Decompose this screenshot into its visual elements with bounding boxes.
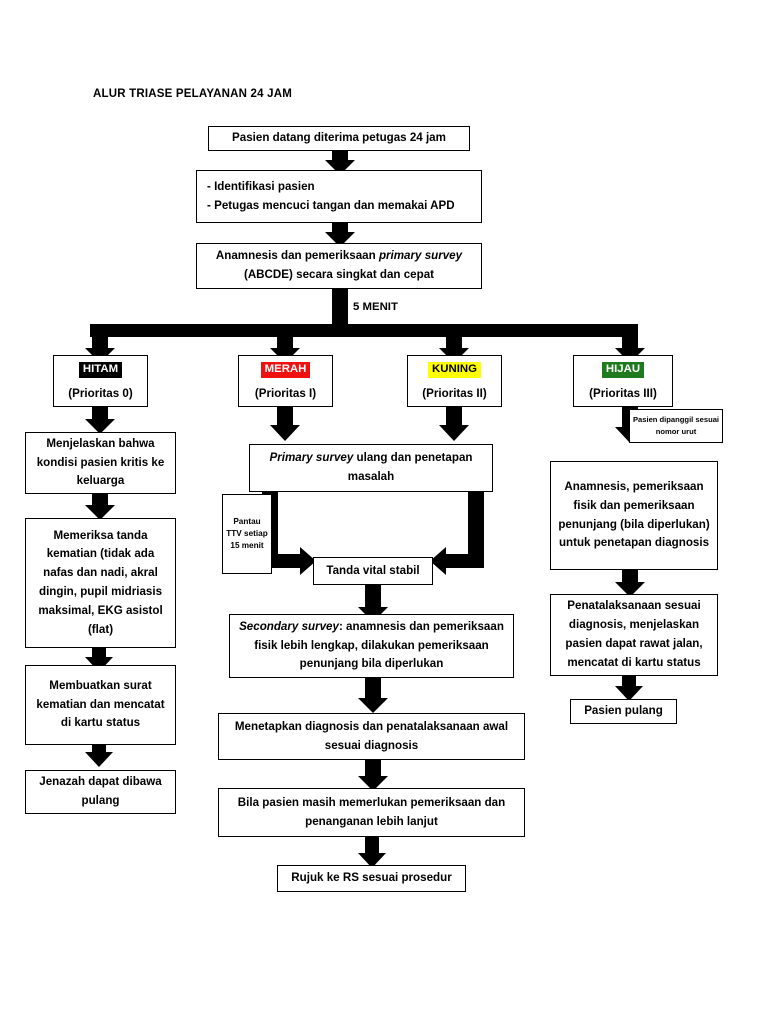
primary-survey-repeat-rest: ulang dan penetapan masalah (347, 451, 473, 483)
priority-tag-kuning: KUNING (428, 361, 481, 379)
priority-sub-merah: (Prioritas I) (254, 387, 317, 401)
box-patient-arrival: Pasien datang diterima petugas 24 jam (208, 126, 470, 151)
priority-tag-merah: MERAH (260, 361, 311, 379)
priority-sub-hitam: (Prioritas 0) (68, 387, 133, 401)
identification-line-1: - Identifikasi pasien (207, 179, 315, 193)
primary-assessment-line-2: (ABCDE) secara singkat dan cepat (243, 268, 435, 281)
priority-tag-hitam: HITAM (78, 361, 123, 379)
box-queue-note: Pasien dipanggil sesuai nomor urut (629, 409, 723, 443)
box-green-management: Penatalaksanaan sesuai diagnosis, menjel… (550, 594, 718, 676)
label-5-menit: 5 MENIT (353, 301, 398, 313)
box-body-release: Jenazah dapat dibawa pulang (25, 770, 176, 814)
box-secondary-survey: Secondary survey: anamnesis dan pemeriks… (229, 614, 514, 678)
primary-survey-italic: primary survey (378, 249, 463, 263)
box-monitor-vitals-note: Pantau TTV setiap 15 menit (222, 494, 272, 574)
box-identification: - Identifikasi pasien - Petugas mencuci … (196, 170, 482, 223)
box-explain-critical: Menjelaskan bahwa kondisi pasien kritis … (25, 432, 176, 494)
priority-box-kuning: KUNING (Prioritas II) (407, 355, 502, 407)
box-establish-diagnosis: Menetapkan diagnosis dan penatalaksanaan… (218, 713, 525, 760)
priority-box-merah: MERAH (Prioritas I) (238, 355, 333, 407)
box-further-treatment: Bila pasien masih memerlukan pemeriksaan… (218, 788, 525, 837)
box-death-signs: Memeriksa tanda kematian (tidak ada nafa… (25, 518, 176, 648)
box-primary-survey-repeat: Primary survey ulang dan penetapan masal… (249, 444, 493, 492)
secondary-survey-rest: : anamnesis dan pemeriksaan fisik lebih … (254, 619, 504, 671)
box-death-certificate: Membuatkan surat kematian dan mencatat d… (25, 665, 176, 745)
page-title: ALUR TRIASE PELAYANAN 24 JAM (93, 88, 293, 100)
priority-box-hitam: HITAM (Prioritas 0) (53, 355, 148, 407)
priority-sub-kuning: (Prioritas II) (422, 387, 487, 401)
priority-sub-hijau: (Prioritas III) (589, 387, 657, 401)
primary-survey-repeat-italic: Primary survey (269, 451, 354, 465)
box-patient-discharge: Pasien pulang (570, 699, 677, 724)
box-vital-signs-stable: Tanda vital stabil (313, 557, 433, 585)
priority-box-hijau: HIJAU (Prioritas III) (573, 355, 673, 407)
primary-assessment-text: Anamnesis dan pemeriksaan (215, 249, 379, 263)
box-green-assessment: Anamnesis, pemeriksaan fisik dan pemerik… (550, 461, 718, 570)
identification-line-2: - Petugas mencuci tangan dan memakai APD (207, 198, 455, 212)
priority-tag-hijau: HIJAU (601, 361, 645, 379)
box-referral: Rujuk ke RS sesuai prosedur (277, 865, 466, 892)
box-primary-assessment: Anamnesis dan pemeriksaan primary survey… (196, 243, 482, 289)
secondary-survey-italic: Secondary survey (239, 619, 339, 633)
